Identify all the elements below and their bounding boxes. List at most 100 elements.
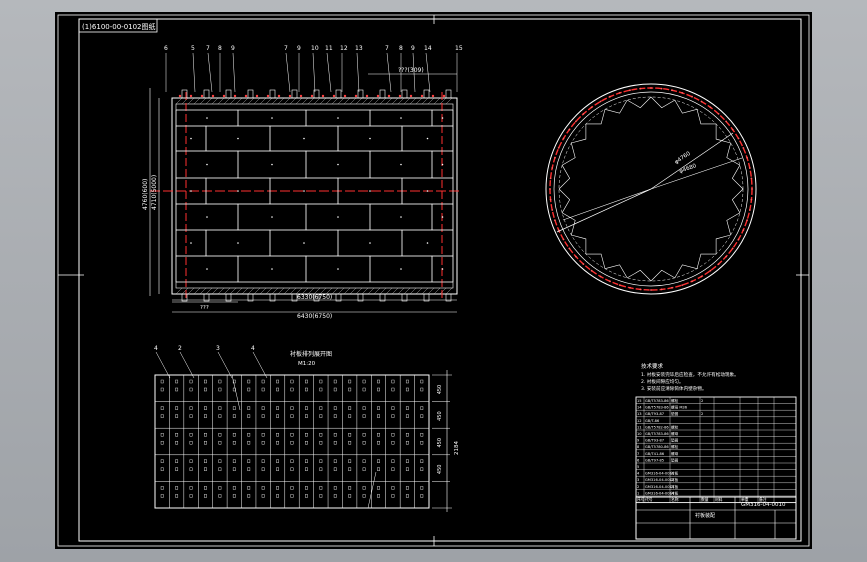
bom-cell: 螺母 M36 [671, 405, 688, 410]
bom-cell: GB/T5782-86 [645, 425, 669, 429]
hatch-line [319, 287, 327, 295]
red-marker [618, 92, 621, 94]
bolt-slot [348, 387, 352, 392]
red-marker [568, 128, 571, 131]
liner-tooth [696, 109, 717, 125]
liner-title: 衬板排列展开图 [290, 350, 332, 358]
red-marker [310, 94, 314, 98]
bom-header-cell: 备注 [759, 497, 767, 502]
bolt-head [423, 293, 430, 302]
bolt-slot [420, 414, 424, 418]
bolt-head [225, 293, 232, 302]
red-marker [599, 275, 602, 278]
bolt-slot [247, 486, 251, 490]
hatch-line [289, 287, 297, 295]
hatch-line [277, 287, 285, 295]
bolt-slot [232, 494, 236, 498]
bolt-slot [160, 459, 164, 463]
red-marker [671, 286, 673, 289]
red-marker [717, 113, 720, 115]
bolt-slot [247, 406, 251, 410]
bolt-slot [247, 433, 251, 437]
hatch-line [241, 287, 249, 295]
hatch-line [193, 287, 201, 295]
bolt-slot [247, 379, 251, 384]
red-marker [746, 156, 748, 159]
hatch-line [397, 97, 405, 105]
red-marker [233, 94, 237, 98]
bolt-slot [204, 414, 207, 418]
hatch-line [259, 97, 267, 105]
bom-cell: 10 [637, 432, 642, 436]
bom-cell: 13 [637, 412, 642, 416]
red-marker [660, 288, 663, 291]
bolt-row [178, 89, 452, 302]
bolt-head [203, 89, 210, 99]
bolt-slot [348, 459, 352, 463]
bolt-hole [400, 268, 402, 270]
bolt-slot [290, 486, 294, 490]
outer-dim: 6430(6750) [297, 313, 332, 320]
bolt-slot [261, 433, 265, 437]
red-marker [431, 94, 435, 98]
liner-scale: M1:20 [298, 361, 316, 367]
hatch-line [229, 97, 237, 105]
hatch-line [253, 97, 261, 105]
hatch-line [193, 97, 201, 105]
red-marker [639, 288, 642, 291]
red-marker [681, 284, 684, 286]
liner-tooth [571, 234, 587, 255]
bolt-slot [405, 467, 409, 471]
diagonal-mark [231, 374, 241, 411]
bolt-slot [420, 494, 424, 498]
red-marker [299, 94, 303, 98]
hatch-line [349, 287, 357, 295]
liner-tooth [726, 142, 741, 166]
bolt-slot [276, 387, 279, 392]
bolt-slot [333, 414, 337, 418]
bom-cell: GB/T5780-86 [645, 445, 669, 449]
hatch-line [175, 97, 183, 105]
liner-tooth [650, 96, 675, 109]
bom-cell: 垫圈 [671, 411, 679, 416]
notes-heading: 技术要求 [641, 362, 664, 370]
bolt-slot [333, 486, 337, 490]
leader-line [217, 351, 233, 379]
bolt-slot [160, 486, 164, 490]
hatch-line [361, 287, 369, 295]
hatch-line [343, 287, 351, 295]
leader-line [312, 52, 316, 93]
bom-cell: GB/T-86 [645, 419, 660, 423]
row-dim: 450 [437, 465, 443, 475]
bolt-slot [261, 441, 265, 445]
bolt-slot [377, 494, 380, 498]
bolt-slot [362, 406, 366, 410]
leader-line [179, 351, 195, 379]
bolt-slot [362, 494, 366, 498]
bom-cell: 螺栓 [671, 424, 679, 429]
bolt-hole [190, 190, 192, 192]
title-part-number: GM316-04-0010 [741, 502, 786, 508]
bolt-slot [175, 494, 179, 498]
bolt-slot [362, 414, 366, 418]
hatch-line [355, 97, 363, 105]
bolt-slot [276, 467, 279, 471]
bom-header-cell: 名称 [671, 497, 679, 502]
bolt-slot [175, 433, 179, 437]
red-marker [365, 94, 369, 98]
bom-header-cell: 数量 [701, 497, 709, 502]
red-marker [737, 238, 740, 241]
hatch-line [217, 97, 225, 105]
bolt-slot [175, 379, 179, 384]
hatch-line [265, 97, 273, 105]
liner-tooth [674, 99, 698, 114]
balloon-label: 8 [218, 45, 222, 52]
bolt-slot [175, 459, 179, 463]
hatch-line [433, 97, 441, 105]
red-marker [557, 229, 560, 232]
liner-tooth [627, 96, 652, 109]
bolt-slot [290, 441, 294, 445]
bolt-slot [420, 379, 424, 384]
bolt-hole [441, 163, 444, 166]
